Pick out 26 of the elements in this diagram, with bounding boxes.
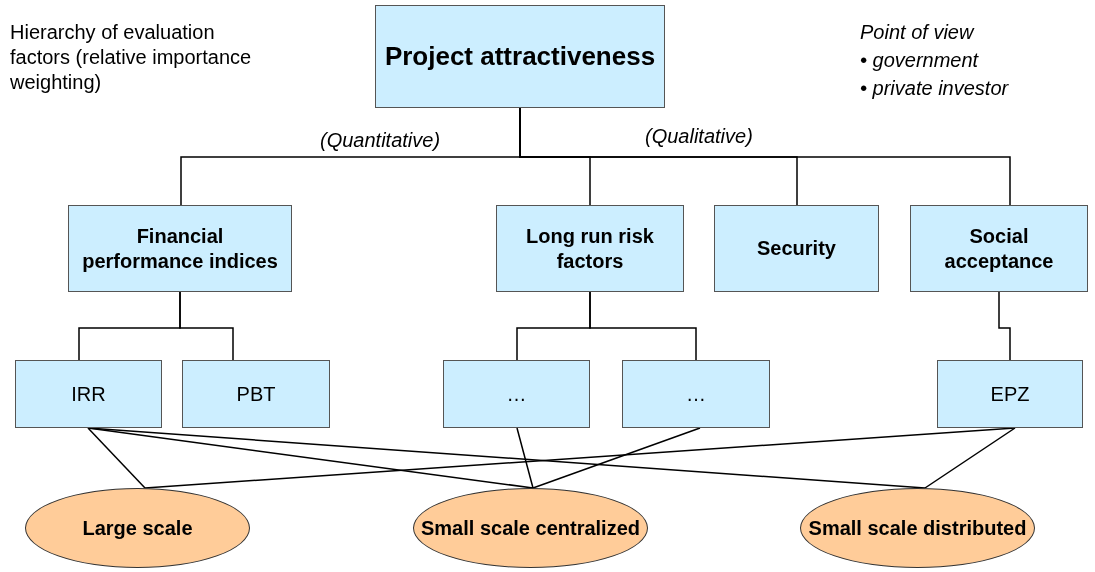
note-text: • government [860,48,979,73]
indicator-box: EPZ [937,360,1083,428]
indicator-box: PBT [182,360,330,428]
indicator-box: … [622,360,770,428]
indicator-box: … [443,360,590,428]
criterion-box: Social acceptance [910,205,1088,292]
alternative-ellipse: Small scale distributed [800,488,1035,568]
indicator-box: IRR [15,360,162,428]
note-text: Point of view [860,20,974,45]
goal-box: Project attractiveness [375,5,665,108]
note-text: (Qualitative) [645,124,753,149]
criterion-box: Long run risk factors [496,205,684,292]
connector-line [589,291,697,361]
note-text: • private investor [860,76,1009,101]
note-text: (Quantitative) [320,128,441,153]
alternative-ellipse: Large scale [25,488,250,568]
connector-line [516,427,534,489]
criterion-box: Security [714,205,879,292]
criterion-box: Financial performance indices [68,205,292,292]
connector-line [179,291,234,361]
alternative-ellipse: Small scale centralized [413,488,648,568]
connector-line [532,427,701,489]
connector-line [998,291,1011,361]
connector-line [87,427,146,489]
description-text: Hierarchy of evaluation factors (relative importance weighting) [10,20,253,95]
connector-line [924,427,1016,489]
